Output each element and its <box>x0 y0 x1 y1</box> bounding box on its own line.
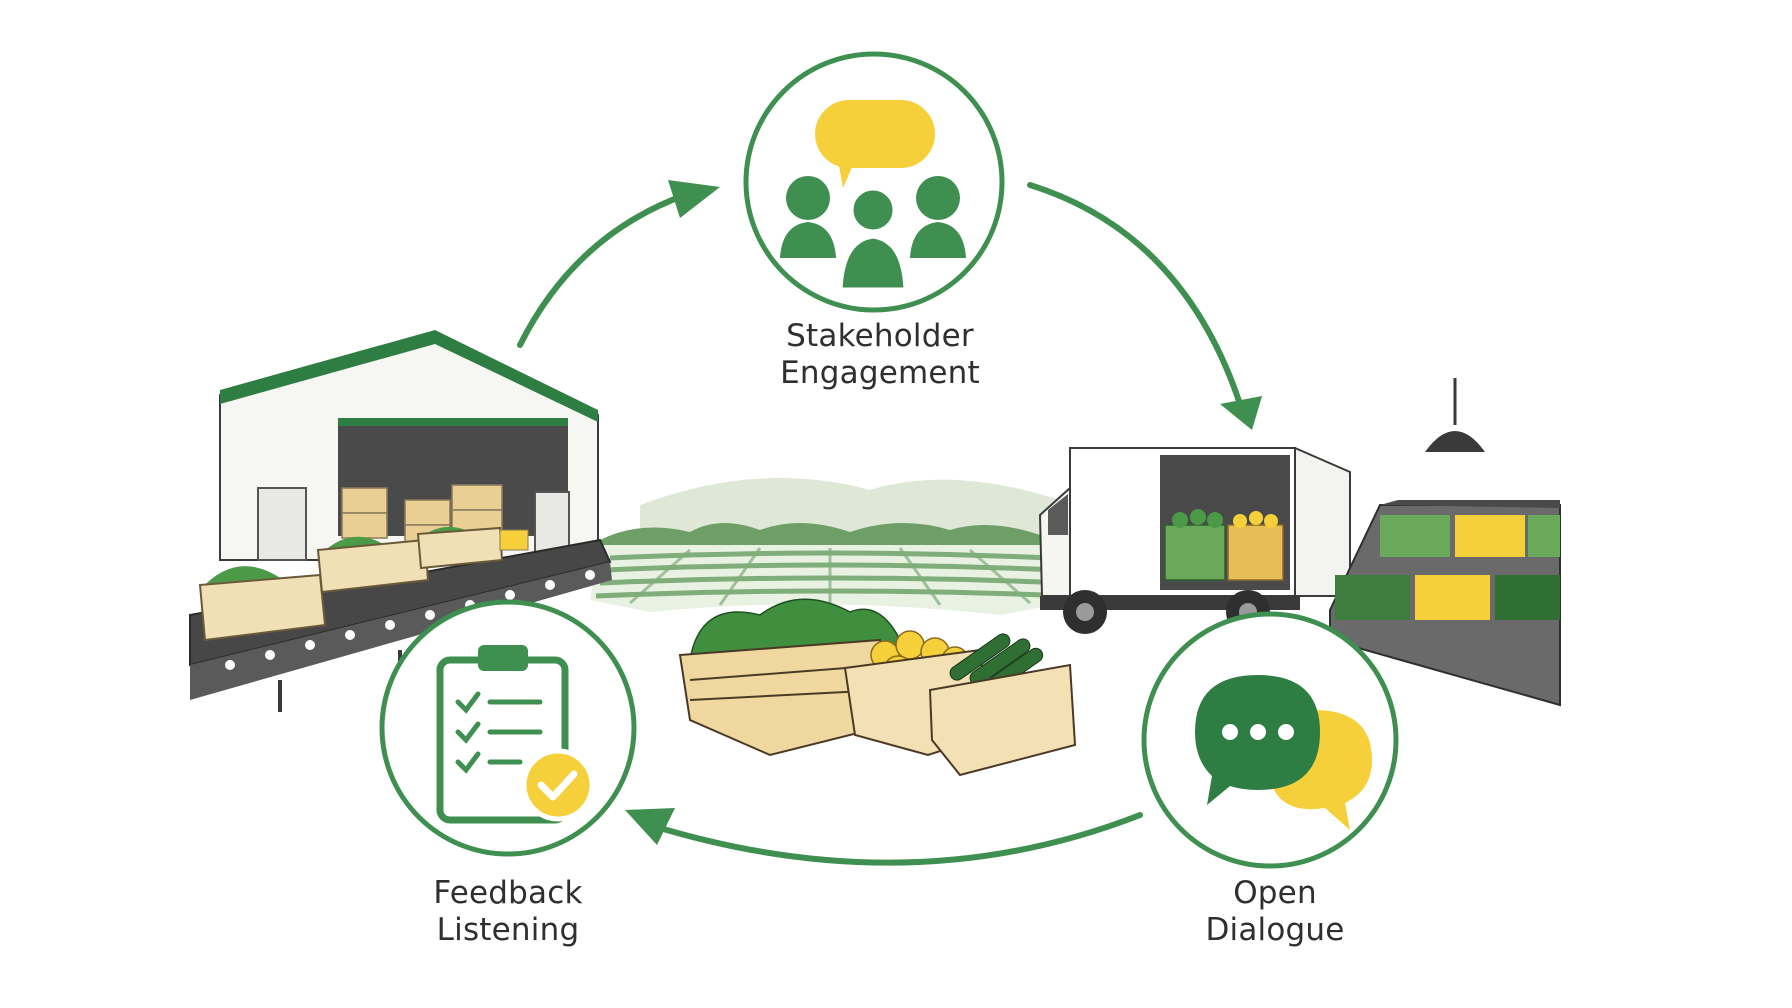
label-open-dialogue: Open Dialogue <box>1095 875 1455 949</box>
warehouse <box>219 330 599 561</box>
label-stakeholder-engagement: Stakeholder Engagement <box>700 318 1060 392</box>
produce-stand <box>1329 378 1561 707</box>
arrow-engagement-to-dialogue <box>1027 182 1249 425</box>
label-feedback-listening: Feedback Listening <box>328 875 688 949</box>
node-dialogue <box>1141 611 1399 869</box>
delivery-truck <box>1038 446 1351 634</box>
conveyor-crates <box>198 526 529 642</box>
label-line-1: Stakeholder <box>786 318 974 354</box>
label-line-1: Feedback <box>433 875 583 911</box>
label-line-2: Engagement <box>780 355 980 391</box>
clipboard-check-icon <box>436 645 595 824</box>
arrow-dialogue-to-feedback <box>645 812 1143 866</box>
label-line-1: Open <box>1233 875 1317 911</box>
speech-bubbles-icon <box>1195 675 1372 830</box>
farm-field <box>590 478 1080 615</box>
arrow-feedback-to-engagement <box>517 192 690 348</box>
arrowheads <box>625 180 1262 845</box>
people-chat-icon <box>780 100 966 293</box>
conveyor <box>189 526 612 712</box>
produce-crates <box>678 598 1077 777</box>
label-line-2: Listening <box>436 912 580 948</box>
node-feedback <box>379 599 637 857</box>
node-engagement <box>743 51 1005 313</box>
label-line-2: Dialogue <box>1205 912 1345 948</box>
cycle-arrows <box>517 182 1249 866</box>
